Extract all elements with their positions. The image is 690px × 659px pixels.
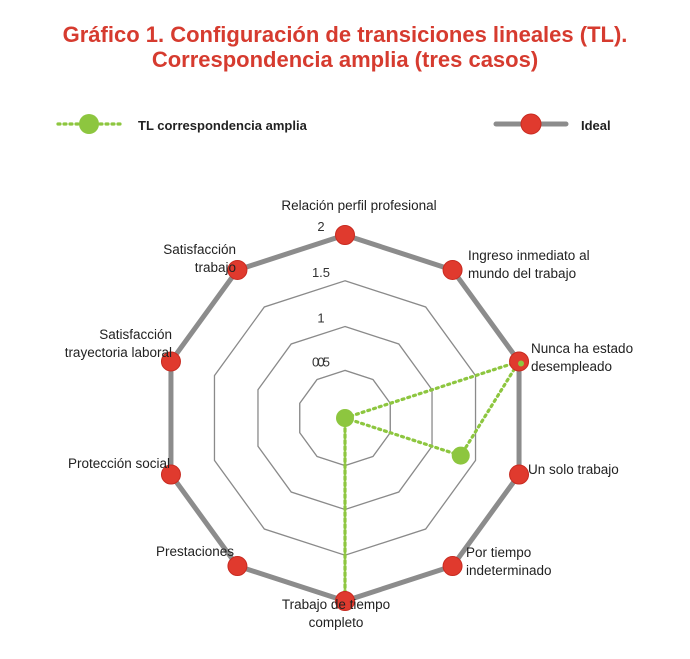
tick-label: 0.5	[312, 354, 330, 369]
axis-label-line: Ingreso inmediato al	[468, 248, 590, 263]
tick-label: 2	[317, 219, 324, 234]
marker-ideal	[442, 259, 463, 280]
axis-label-line: Relación perfil profesional	[281, 198, 436, 213]
marker-ideal	[335, 591, 355, 611]
chart-title-line2: Correspondencia amplia (tres casos)	[151, 47, 539, 72]
series-line-tl	[343, 359, 521, 603]
marker-ideal	[509, 464, 530, 485]
axis-label-line: Satisfacción	[163, 242, 236, 257]
marker-ideal	[442, 556, 463, 577]
axis-label-line: Nunca ha estado	[531, 341, 633, 356]
legend-marker-ideal	[520, 113, 542, 135]
axis-label-line: mundo del trabajo	[468, 266, 576, 281]
marker-tl	[336, 409, 354, 427]
axis-label: Por tiempo indeterminado	[466, 545, 552, 578]
marker-tl	[518, 360, 525, 367]
axis-label: Prestaciones	[156, 544, 234, 559]
axis-label-line: Satisfacción	[99, 327, 172, 342]
marker-ideal	[160, 351, 181, 372]
marker-ideal	[227, 556, 248, 577]
axis-label-line: trayectoria laboral	[65, 345, 172, 360]
axis-label-line: Por tiempo	[466, 545, 531, 560]
tick-label: 1.5	[312, 265, 330, 280]
axis-label: Satisfacción trabajo	[163, 242, 236, 275]
legend-marker-tl	[79, 114, 99, 134]
axis-label-line: Trabajo de tiempo	[282, 597, 390, 612]
marker-ideal	[227, 259, 248, 280]
marker-tl	[451, 446, 470, 465]
axis-label: Trabajo de tiempo completo	[282, 597, 390, 630]
chart-title: Gráfico 1. Configuración de transiciones…	[0, 22, 690, 72]
axis-label: Relación perfil profesional	[281, 198, 436, 213]
legend-label-ideal: Ideal	[581, 118, 611, 133]
axis-label: Nunca ha estado desempleado	[531, 341, 633, 374]
tick-label: 0	[317, 354, 324, 369]
axis-label: Ingreso inmediato al mundo del trabajo	[468, 248, 590, 281]
marker-ideal	[335, 225, 355, 245]
chart-title-line1: Gráfico 1. Configuración de transiciones…	[62, 22, 628, 47]
axis-label-line: desempleado	[531, 359, 612, 374]
axis-label: Un solo trabajo	[528, 462, 619, 477]
tick-label: 1	[317, 311, 324, 326]
axis-label-line: completo	[309, 615, 364, 630]
marker-ideal	[160, 464, 181, 485]
axis-label: Satisfacción trayectoria laboral	[65, 327, 172, 360]
axis-label-line: indeterminado	[466, 563, 552, 578]
axis-label-line: Prestaciones	[156, 544, 234, 559]
legend-label-tl: TL correspondencia amplia	[138, 118, 307, 133]
axis-label-line: Un solo trabajo	[528, 462, 619, 477]
axis-label-line: trabajo	[195, 260, 236, 275]
axis-label-line: Protección social	[68, 456, 170, 471]
axis-label: Protección social	[68, 456, 170, 471]
